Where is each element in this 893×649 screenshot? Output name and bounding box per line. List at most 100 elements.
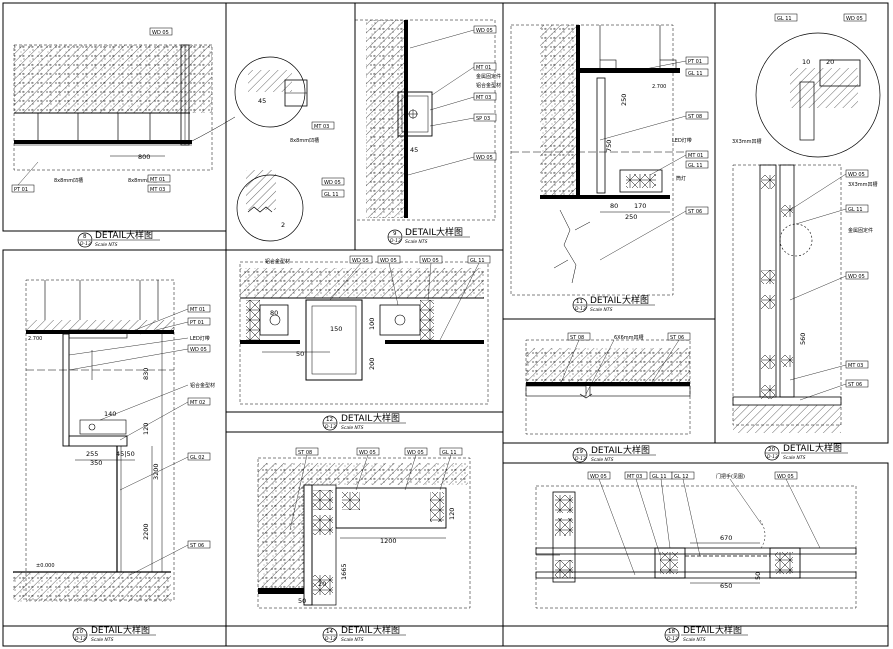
tag-mt05-d18: MT 03 [627,474,642,480]
tag-mt03-d20: MT 03 [848,363,863,369]
note-glass-door-d18: 门把手(见图) [716,473,745,480]
detail-11-drawing: 250 750 80 170 250 PT 01 GL 11 2.700 ST … [510,24,709,296]
note-fixture-d9: 金属固定件 [476,73,501,80]
detail-9-drawing: 45 WD 05 MT 01 金属固定件 铝合金型材 MT 03 SP 03 W… [354,19,501,221]
tag-st06-d10: ST 06 [190,543,204,549]
detail-19-word: DETAIL [591,446,622,456]
detail-20-drawing: 10 20 3X3mm凹槽 GL 11 WD 05 560 WD 05 3X3m… [732,13,881,433]
detail-9-sheet: D-13 [390,238,401,244]
note-fixture-d20: 金属固定件 [848,227,873,234]
tag-wd05-d12-b: WD 05 [380,258,397,264]
dim-140-d10: 140 [104,410,116,418]
tag-wd05-d20-b: WD 05 [848,274,865,280]
tag-st06-d20: ST 06 [848,382,862,388]
tag-gl11-d18: GL 11 [652,474,667,480]
note-alum-d9: 铝合金型材 [476,82,501,89]
detail-18-number: 18 [668,629,675,635]
tag-st06-d19: ST 06 [670,335,684,341]
tag-wd05-d18-a: WD 05 [590,474,607,480]
dim-3200-d10: 3200 [152,463,160,480]
tag-wd05-d14-a: WD 05 [359,450,376,456]
detail-8-name: 大样图 [126,229,153,241]
detail-14-number: 14 [326,629,333,635]
tag-wd05-d10: WD 05 [190,347,207,353]
tag-wd05-d20-top: WD 05 [846,16,863,22]
note-groove-6x6: 6X6mm凹槽 [614,334,644,341]
note-alum-d10: 铝合金型材 [190,382,215,389]
detail-8-scale: Scale NTS [95,242,118,248]
detail-19-name: 大样图 [623,444,650,456]
dim-50-d18: 50 [754,572,762,580]
tag-wd05-bubble: WD 05 [324,180,341,186]
dim-20-d20: 20 [826,58,834,66]
dim-170-d11: 170 [634,202,646,210]
dim-120-d10: 120 [142,423,150,435]
note-groove-3x3-right: 3X3mm凹槽 [848,181,878,188]
tag-gl11-bubble: GL 11 [324,192,339,198]
detail-19-number: 19 [576,449,583,455]
dim-45-50-d10: 45|50 [116,450,135,458]
tag-mt03-d8: MT 03 [150,187,165,193]
detail-12-number: 12 [326,417,333,423]
detail-20-name: 大样图 [815,442,842,454]
detail-19-title: 19 D-13 DETAIL 大样图 Scale NTS [572,444,656,463]
detail-18-name: 大样图 [715,624,742,636]
detail-10-scale: Scale NTS [91,637,114,643]
tag-pt01-d10: PT 01 [190,320,204,326]
tag-wd05-d9-top: WD 05 [476,28,493,34]
dim-2-bubble: 2 [281,221,285,229]
detail-11-word: DETAIL [590,296,621,306]
detail-14-sheet: D-13 [325,636,336,642]
dim-20-d14: 20 [318,580,326,588]
detail-19-sheet: D-13 [575,456,586,462]
dim-255-d10: 255 [86,450,98,458]
note-groove-8x8-left: 8x8mm凹槽 [54,177,83,184]
detail-9-title: 9 D-13 DETAIL 大样图 Scale NTS [387,226,470,245]
tag-st06-d11: ST 06 [688,209,702,215]
dim-2200-d10: 2200 [142,523,150,540]
detail-9-word: DETAIL [405,228,436,238]
detail-9-scale: Scale NTS [405,239,428,245]
tag-wd05-d12-c: WD 05 [422,258,439,264]
tag-sp03-d9: SP 03 [476,116,490,122]
dim-1200-d14: 1200 [380,537,397,545]
tag-mt03-bubble: MT 03 [314,124,329,130]
detail-11-sheet: D-13 [575,306,586,312]
level-2700-d11: 2.700 [652,84,666,90]
tag-wd05-d14-b: WD 05 [407,450,424,456]
note-groove-8x8-right: 8x8mm凹槽 [128,177,157,184]
detail-11-scale: Scale NTS [590,307,613,313]
tag-gl11-d12: GL 11 [470,258,485,264]
detail-20-title: 20 D-13 DETAIL 大样图 Scale NTS [764,442,848,461]
detail-11-name: 大样图 [622,294,649,306]
detail-18-drawing: 670 650 50 WD 05 MT 03 GL 11 GL 12 门把手(见… [535,471,857,609]
tag-mt01-d10: MT 01 [190,307,205,313]
tag-mt01-d11: MT 01 [688,153,703,159]
note-groove-3x3-left: 3X3mm凹槽 [732,138,762,145]
tag-st08-d14: ST 08 [298,450,312,456]
note-led-d10: LED灯带 [190,335,210,342]
tag-st08-d11: ST 08 [688,114,702,120]
detail-12-drawing: 80 150 100 50 200 铝合金型材 WD 05 WD 05 WD 0… [239,255,491,405]
tag-gl11-d20-top: GL 11 [777,16,792,22]
tag-gl11-d14: GL 11 [442,450,457,456]
detail-20-scale: Scale NTS [783,455,806,461]
note-alum-d12: 铝合金型材 [265,258,290,265]
tag-wd05-d20-a: WD 05 [848,172,865,178]
detail-19-drawing: ST 08 6X6mm凹槽 ST 06 [525,332,691,435]
tag-pt01-d8: PT 01 [14,187,28,193]
tag-gl11-d11-top: GL 11 [688,71,703,77]
detail-18-title: 18 D-13 DETAIL 大样图 Scale NTS [664,624,748,643]
detail-20-number: 20 [768,447,775,453]
detail-10-name: 大样图 [123,624,150,636]
tag-wd05-d9-bottom: WD 05 [476,155,493,161]
detail-8-sheet: D-13 [80,241,91,247]
dim-750-d11: 750 [605,140,613,152]
detail-12-name: 大样图 [373,412,400,424]
dim-200-d12: 200 [368,358,376,370]
dim-80-d11: 80 [610,202,618,210]
detail-18-scale: Scale NTS [683,637,706,643]
level-000-d10: ±0.000 [36,563,55,569]
